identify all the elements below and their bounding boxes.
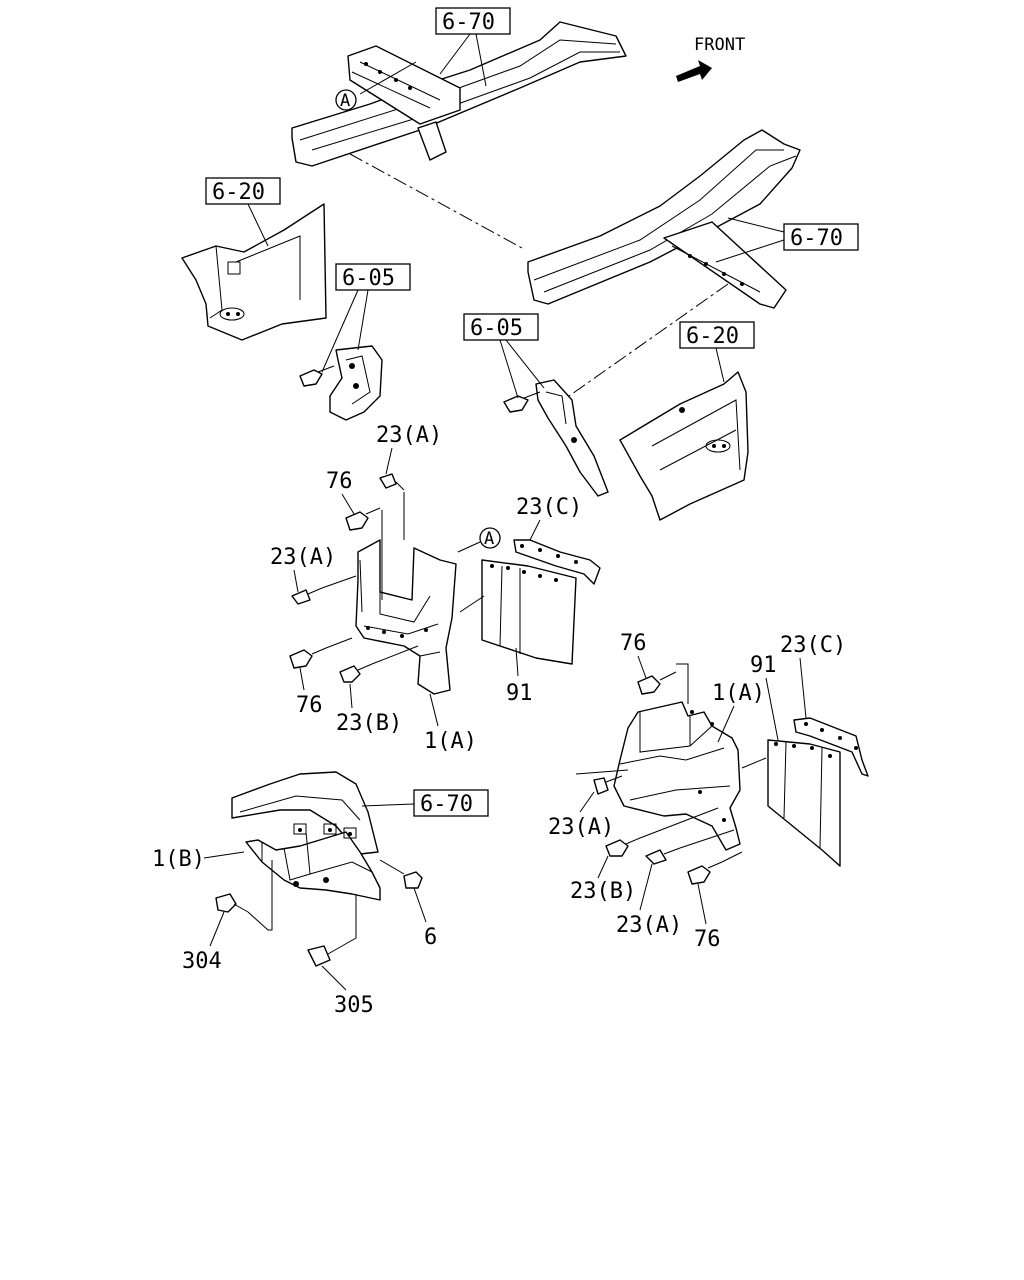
front-direction-indicator: FRONT <box>676 35 745 82</box>
circle-ref-a-top: A <box>335 89 357 111</box>
bolt-23b-right <box>605 837 641 857</box>
front-arrow-icon <box>676 60 712 82</box>
retainer-plate-23c-right <box>793 717 869 777</box>
ref-6-70-right: 6-70 <box>790 226 843 251</box>
ref-box-6-20-right: 6-20 <box>679 321 755 349</box>
mudguard-bracket-assembly-right <box>613 701 741 851</box>
ref-6-20-left: 6-20 <box>212 180 265 205</box>
ref-6-70-top: 6-70 <box>442 10 495 35</box>
ref-box-6-05-left: 6-05 <box>335 263 411 291</box>
ref-6-70-bottom: 6-70 <box>420 792 473 817</box>
callout-91-2: 91 <box>750 653 777 678</box>
wheelhouse-panel <box>231 771 379 855</box>
rivet-23a-lower-right <box>645 847 681 865</box>
ref-box-6-70-right: 6-70 <box>783 223 859 251</box>
callout-1a-2: 1(A) <box>712 681 765 706</box>
callout-23a-1: 23(A) <box>376 423 442 448</box>
mudflap-left <box>481 559 577 665</box>
callout-23a-3: 23(A) <box>548 815 614 840</box>
callout-23c-2: 23(C) <box>780 633 846 658</box>
ref-6-05-left: 6-05 <box>342 266 395 291</box>
ref-6-05-right: 6-05 <box>470 316 523 341</box>
nut-6 <box>403 871 423 889</box>
bolt-76-lower-right <box>687 861 723 885</box>
retainer-plate-23c-left <box>513 539 601 585</box>
callout-23b-1: 23(B) <box>336 711 402 736</box>
callout-76-1: 76 <box>326 469 353 494</box>
mudguard-bracket-assembly-left <box>355 539 457 695</box>
callout-76-4: 76 <box>694 927 721 952</box>
callout-304: 304 <box>182 949 222 974</box>
circle-a-top-label: A <box>340 91 350 111</box>
callout-23a-4: 23(A) <box>616 913 682 938</box>
callout-23c-1: 23(C) <box>516 495 582 520</box>
mounting-bracket-left <box>299 345 383 421</box>
front-label: FRONT <box>694 35 745 55</box>
callout-76-3: 76 <box>620 631 647 656</box>
ref-box-6-70-bottom: 6-70 <box>413 789 489 817</box>
ref-box-6-05-right: 6-05 <box>463 313 539 341</box>
body-panel-right <box>619 371 749 521</box>
circle-ref-a-mid: A <box>479 527 501 549</box>
mudflap-right <box>767 739 841 867</box>
rivet-23a-upper-left <box>379 473 405 491</box>
ref-box-6-20-left: 6-20 <box>205 177 281 205</box>
callout-1b: 1(B) <box>152 847 205 872</box>
bolt-76-upper-left <box>345 507 381 531</box>
rivet-23a-mid-left <box>291 587 323 605</box>
bolt-76-lower-left <box>289 647 327 669</box>
frame-rail-right <box>527 129 801 309</box>
callout-76-2: 76 <box>296 693 323 718</box>
callout-305: 305 <box>334 993 374 1018</box>
bolt-23b-left <box>339 663 373 683</box>
bolt-304 <box>215 893 249 913</box>
callout-23a-2: 23(A) <box>270 545 336 570</box>
bolt-76-upper-right <box>637 671 677 695</box>
callout-1a-1: 1(A) <box>424 729 477 754</box>
ref-6-20-right: 6-20 <box>686 324 739 349</box>
ref-box-6-70-top: 6-70 <box>435 7 511 35</box>
rivet-23a-upper-right <box>593 775 623 795</box>
bracket-1b <box>245 823 381 901</box>
callout-91-1: 91 <box>506 681 533 706</box>
callout-23b-2: 23(B) <box>570 879 636 904</box>
bolt-305 <box>307 945 343 967</box>
circle-a-mid-label: A <box>484 529 494 549</box>
body-panel-left <box>181 203 327 341</box>
mounting-bracket-right <box>503 379 609 497</box>
callout-6: 6 <box>424 925 437 950</box>
frame-rail-left <box>291 21 627 167</box>
